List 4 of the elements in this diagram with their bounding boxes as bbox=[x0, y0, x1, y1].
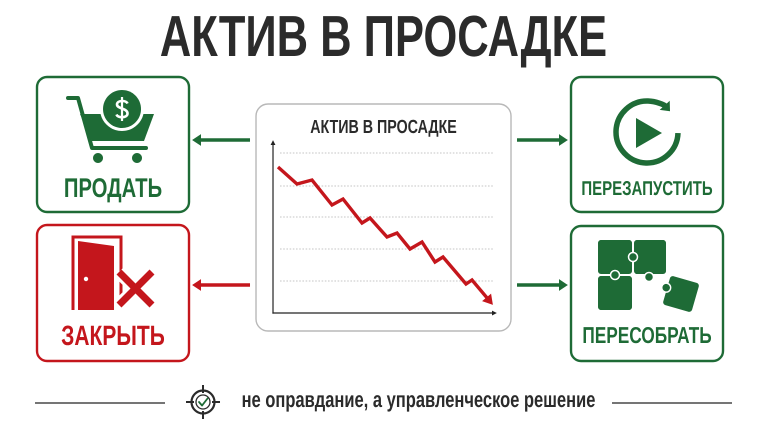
chart-card: АКТИВ В ПРОСАДКЕ bbox=[255, 103, 512, 332]
title: АКТИВ В ПРОСАДКЕ bbox=[160, 16, 606, 68]
tagline: не оправдание, а управленческое решение bbox=[242, 395, 595, 412]
action-card: ПЕРЕЗАПУСТИТЬ bbox=[570, 76, 724, 214]
